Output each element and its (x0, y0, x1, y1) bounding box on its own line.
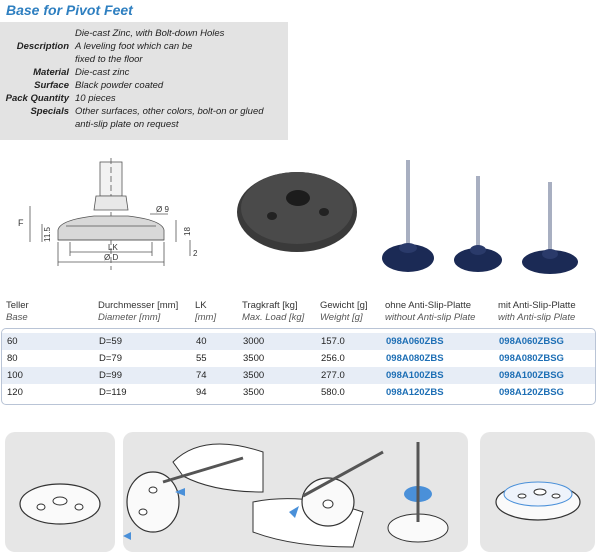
description-line1: A leveling foot which can be (75, 41, 193, 52)
anti-slip-plate-illustration (495, 481, 581, 521)
header-without-plate-en: without Anti-slip Plate (385, 312, 476, 323)
table-row[interactable]: 60 D=59 40 3000 157.0 098A060ZBS 098A060… (2, 333, 595, 350)
cell-code-with[interactable]: 098A120ZBSG (499, 387, 564, 398)
dim-18: 18 (183, 227, 192, 236)
install-step-1-panel (5, 432, 115, 552)
product-table: 60 D=59 40 3000 157.0 098A060ZBS 098A060… (1, 328, 596, 405)
header-diameter-de: Durchmesser [mm] (98, 300, 179, 311)
cell-weight: 157.0 (321, 336, 345, 347)
dim-LK: LK (108, 243, 118, 252)
table-row[interactable]: 120 D=119 94 3500 580.0 098A120ZBS 098A1… (2, 384, 595, 401)
pack-quantity-label: Pack Quantity (5, 93, 69, 104)
cell-base: 80 (7, 353, 18, 364)
cell-load: 3000 (243, 336, 265, 347)
cell-weight: 580.0 (321, 387, 345, 398)
header-without-plate-de: ohne Anti-Slip-Platte (385, 300, 472, 311)
material-value: Die-cast zinc (75, 67, 130, 78)
cell-code-without[interactable]: 098A060ZBS (386, 336, 444, 347)
table-row[interactable]: 100 D=99 74 3500 277.0 098A100ZBS 098A10… (2, 367, 595, 384)
dim-2: 2 (193, 249, 198, 258)
cell-diameter: D=119 (99, 387, 127, 398)
header-weight: Gewicht [g] Weight [g] (320, 300, 368, 324)
cell-lk: 74 (196, 370, 207, 381)
cell-load: 3500 (243, 370, 265, 381)
install-step-2-panel (123, 432, 468, 552)
base-plate-illustration (19, 483, 101, 525)
cell-load: 3500 (243, 387, 265, 398)
assembly-illustration (123, 442, 449, 548)
dim-OD: Ø D (104, 253, 118, 262)
cell-lk: 40 (196, 336, 207, 347)
cell-code-without[interactable]: 098A120ZBS (386, 387, 444, 398)
header-weight-de: Gewicht [g] (320, 300, 368, 311)
description-line2: fixed to the floor (75, 54, 143, 65)
specials-line1: Other surfaces, other colors, bolt-on or… (75, 106, 264, 117)
specials-label: Specials (30, 106, 69, 117)
page-title: Base for Pivot Feet (6, 2, 133, 18)
cell-base: 60 (7, 336, 18, 347)
header-base-en: Base (6, 312, 28, 323)
cell-diameter: D=99 (99, 370, 122, 381)
specials-line2: anti-slip plate on request (75, 119, 179, 130)
header-diameter-en: Diameter [mm] (98, 312, 161, 323)
leveling-feet-photo (382, 160, 578, 274)
dim-F: F (18, 218, 24, 228)
description-label: Description (16, 41, 69, 52)
cell-code-without[interactable]: 098A100ZBS (386, 370, 444, 381)
cell-weight: 277.0 (321, 370, 345, 381)
technical-drawing: F 11.5 Ø 9 18 2 LK Ø D (18, 158, 198, 270)
header-lk-de: LK (195, 300, 207, 311)
header-with-plate-de: mit Anti-Slip-Platte (498, 300, 576, 311)
header-base-de: Teller (6, 300, 29, 311)
cell-load: 3500 (243, 353, 265, 364)
spec-box: Die-cast Zinc, with Bolt-down Holes Desc… (0, 22, 288, 140)
header-with-plate: mit Anti-Slip-Platte with Anti-slip Plat… (498, 300, 576, 324)
cell-code-with[interactable]: 098A080ZBSG (499, 353, 564, 364)
cell-weight: 256.0 (321, 353, 345, 364)
cell-diameter: D=79 (99, 353, 122, 364)
header-base: Teller Base (6, 300, 29, 324)
spec-intro: Die-cast Zinc, with Bolt-down Holes (75, 28, 225, 39)
cell-lk: 55 (196, 353, 207, 364)
cell-diameter: D=59 (99, 336, 122, 347)
table-row[interactable]: 80 D=79 55 3500 256.0 098A080ZBS 098A080… (2, 350, 595, 367)
header-load-en: Max. Load [kg] (242, 312, 305, 323)
header-lk-en: [mm] (195, 312, 217, 323)
material-label: Material (33, 67, 69, 78)
cell-base: 100 (7, 370, 23, 381)
cell-base: 120 (7, 387, 23, 398)
header-load: Tragkraft [kg] Max. Load [kg] (242, 300, 304, 324)
header-weight-en: Weight [g] (320, 312, 363, 323)
base-disc-photo (237, 172, 357, 252)
surface-label: Surface (34, 80, 69, 91)
header-without-plate: ohne Anti-Slip-Platte without Anti-slip … (385, 300, 475, 324)
pack-quantity-value: 10 pieces (75, 93, 116, 104)
surface-value: Black powder coated (75, 80, 164, 91)
cell-lk: 94 (196, 387, 207, 398)
cell-code-with[interactable]: 098A100ZBSG (499, 370, 564, 381)
cell-code-without[interactable]: 098A080ZBS (386, 353, 444, 364)
dim-11-5: 11.5 (43, 226, 52, 242)
header-lk: LK [mm] (195, 300, 216, 324)
header-diameter: Durchmesser [mm] Diameter [mm] (98, 300, 178, 324)
header-with-plate-en: with Anti-slip Plate (498, 312, 576, 323)
dim-d9: Ø 9 (156, 205, 169, 214)
cell-code-with[interactable]: 098A060ZBSG (499, 336, 564, 347)
header-load-de: Tragkraft [kg] (242, 300, 298, 311)
install-step-3-panel (480, 432, 595, 552)
